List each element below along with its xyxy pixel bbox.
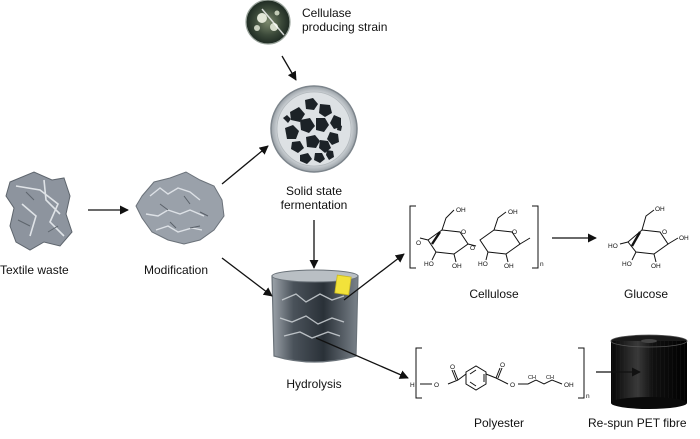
modification-image: [135, 171, 225, 245]
chem-n-label: n: [586, 393, 590, 400]
chem-ho-label: HO: [424, 261, 434, 268]
chem-ch2-label: CH: [528, 375, 536, 381]
chem-o-label: O: [510, 382, 515, 389]
glucose-labels: OH O OH HO HO OH: [608, 206, 689, 270]
chem-oh-label: OH: [655, 206, 665, 213]
chem-o-label: O: [512, 229, 517, 236]
label-modification: Modification: [144, 263, 209, 277]
arrow-strain-to-dish: [281, 55, 297, 81]
polyester-structure: [415, 347, 585, 399]
label-strain-line2: producing strain: [302, 20, 388, 34]
chem-oh-label: OH: [679, 235, 689, 242]
label-strain-line1: Cellulase: [302, 6, 352, 20]
chem-n-label: n: [540, 261, 544, 268]
label-glucose: Glucose: [623, 287, 669, 301]
chem-o-label: O: [500, 362, 505, 369]
chem-o-label: O: [450, 364, 455, 371]
arrow-modification-to-ssf: [221, 145, 269, 185]
label-pet-fibre: Re-spun PET fibre: [588, 416, 687, 430]
flow-arrows: [88, 55, 641, 379]
cellulose-structure: [409, 205, 539, 269]
chem-h-label: H: [410, 382, 415, 389]
arrow-hydrolysis-to-polyester: [315, 337, 409, 379]
chem-o-label: O: [461, 229, 466, 236]
strain-image: [245, 0, 291, 45]
label-ssf-line2: fermentation: [280, 198, 348, 212]
chem-oh-label: OH: [508, 209, 518, 216]
arrow-modification-to-hydrolysis: [221, 257, 273, 297]
cellulose-labels: OH OH O O O O HO OH HO OH n: [416, 207, 544, 270]
chem-oh-label: OH: [651, 263, 661, 270]
chem-oh-label: OH: [504, 263, 514, 270]
petri-dish-image: [270, 85, 358, 173]
label-hydrolysis: Hydrolysis: [286, 377, 342, 391]
label-textile-waste: Textile waste: [0, 263, 69, 277]
hydrolysis-beaker-image: [271, 269, 359, 363]
label-ssf-line1: Solid state: [285, 184, 343, 198]
label-polyester: Polyester: [473, 416, 525, 430]
label-cellulose: Cellulose: [469, 287, 519, 301]
chem-o-label: O: [416, 240, 421, 247]
glucose-structure: [619, 209, 679, 263]
chem-ho-label: HO: [478, 261, 488, 268]
chem-ch2-label: CH: [546, 375, 554, 381]
chem-o-label: O: [470, 245, 475, 252]
arrow-hydrolysis-to-cellulose: [343, 253, 405, 301]
chem-oh-label: OH: [456, 207, 466, 214]
polyester-labels: H O O O O CH CH OH n: [410, 362, 590, 400]
textile-waste-image: [5, 171, 73, 251]
chem-o-label: O: [434, 382, 439, 389]
chem-o-label: O: [662, 229, 667, 236]
chem-ho-label: HO: [622, 261, 632, 268]
chem-ho-label: HO: [608, 243, 618, 250]
chem-oh-label: OH: [564, 382, 574, 389]
chem-oh-label: OH: [452, 263, 462, 270]
